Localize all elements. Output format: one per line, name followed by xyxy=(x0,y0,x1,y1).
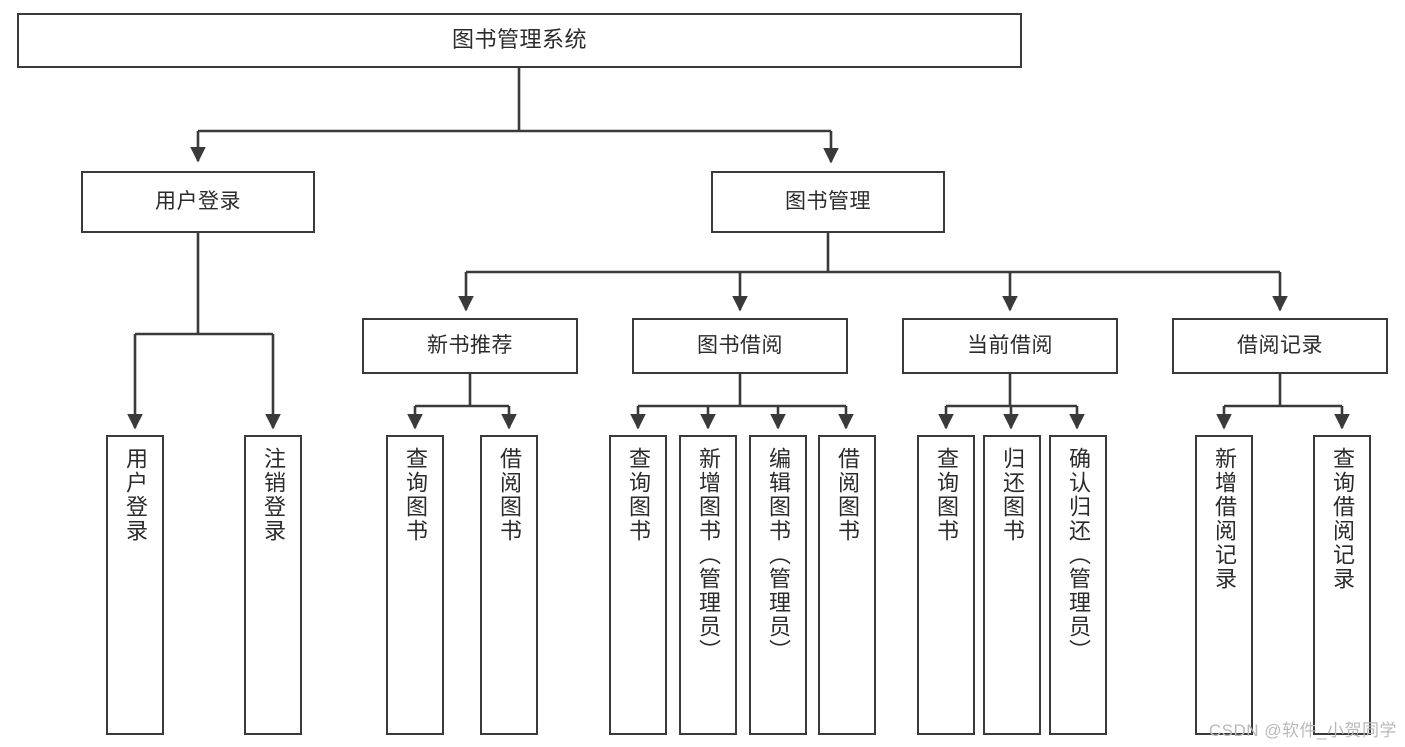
node-label: 查询借阅记录 xyxy=(1330,447,1355,591)
node-label: 图书管理 xyxy=(785,190,871,214)
leaf-current-borrow-confirm-return-admin[interactable]: 确认归还（管理员） xyxy=(1049,435,1107,735)
node-label: 新书推荐 xyxy=(427,334,513,358)
node-label: 确认归还（管理员） xyxy=(1066,447,1091,663)
node-label: 查询图书 xyxy=(934,447,959,543)
node-label: 图书管理系统 xyxy=(451,27,587,53)
csdn-watermark: CSDN @软件_小贺同学 xyxy=(1208,721,1397,740)
leaf-book-borrow-edit-book-admin[interactable]: 编辑图书（管理员） xyxy=(749,435,807,735)
node-borrow-record[interactable]: 借阅记录 xyxy=(1172,318,1388,374)
node-label: 用户登录 xyxy=(123,447,148,543)
node-label: 归还图书 xyxy=(1000,447,1025,543)
node-label: 新增借阅记录 xyxy=(1212,447,1237,591)
node-label: 当前借阅 xyxy=(967,334,1053,358)
leaf-book-borrow-add-book-admin[interactable]: 新增图书（管理员） xyxy=(679,435,737,735)
node-label: 注销登录 xyxy=(261,447,286,543)
node-label: 图书借阅 xyxy=(697,334,783,358)
node-label: 新增图书（管理员） xyxy=(696,447,721,663)
leaf-book-borrow-query-book[interactable]: 查询图书 xyxy=(609,435,667,735)
node-label: 借阅图书 xyxy=(497,447,522,543)
node-user-login[interactable]: 用户登录 xyxy=(81,171,315,233)
leaf-new-book-query-book[interactable]: 查询图书 xyxy=(386,435,444,735)
leaf-book-borrow-borrow-book[interactable]: 借阅图书 xyxy=(818,435,876,735)
node-book-management[interactable]: 图书管理 xyxy=(711,171,945,233)
node-label: 查询图书 xyxy=(403,447,428,543)
leaf-user-login-logout[interactable]: 注销登录 xyxy=(244,435,302,735)
node-book-borrow[interactable]: 图书借阅 xyxy=(632,318,848,374)
node-label: 用户登录 xyxy=(155,190,241,214)
node-label: 借阅图书 xyxy=(835,447,860,543)
leaf-user-login-login[interactable]: 用户登录 xyxy=(106,435,164,735)
node-label: 借阅记录 xyxy=(1237,334,1323,358)
leaf-new-book-borrow-book[interactable]: 借阅图书 xyxy=(480,435,538,735)
node-current-borrow[interactable]: 当前借阅 xyxy=(902,318,1118,374)
leaf-current-borrow-query-book[interactable]: 查询图书 xyxy=(917,435,975,735)
leaf-borrow-record-query-record[interactable]: 查询借阅记录 xyxy=(1313,435,1371,735)
node-new-book-recommend[interactable]: 新书推荐 xyxy=(362,318,578,374)
node-root-system[interactable]: 图书管理系统 xyxy=(17,13,1022,68)
leaf-borrow-record-add-record[interactable]: 新增借阅记录 xyxy=(1195,435,1253,735)
node-label: 查询图书 xyxy=(626,447,651,543)
leaf-current-borrow-return-book[interactable]: 归还图书 xyxy=(983,435,1041,735)
node-label: 编辑图书（管理员） xyxy=(766,447,791,663)
